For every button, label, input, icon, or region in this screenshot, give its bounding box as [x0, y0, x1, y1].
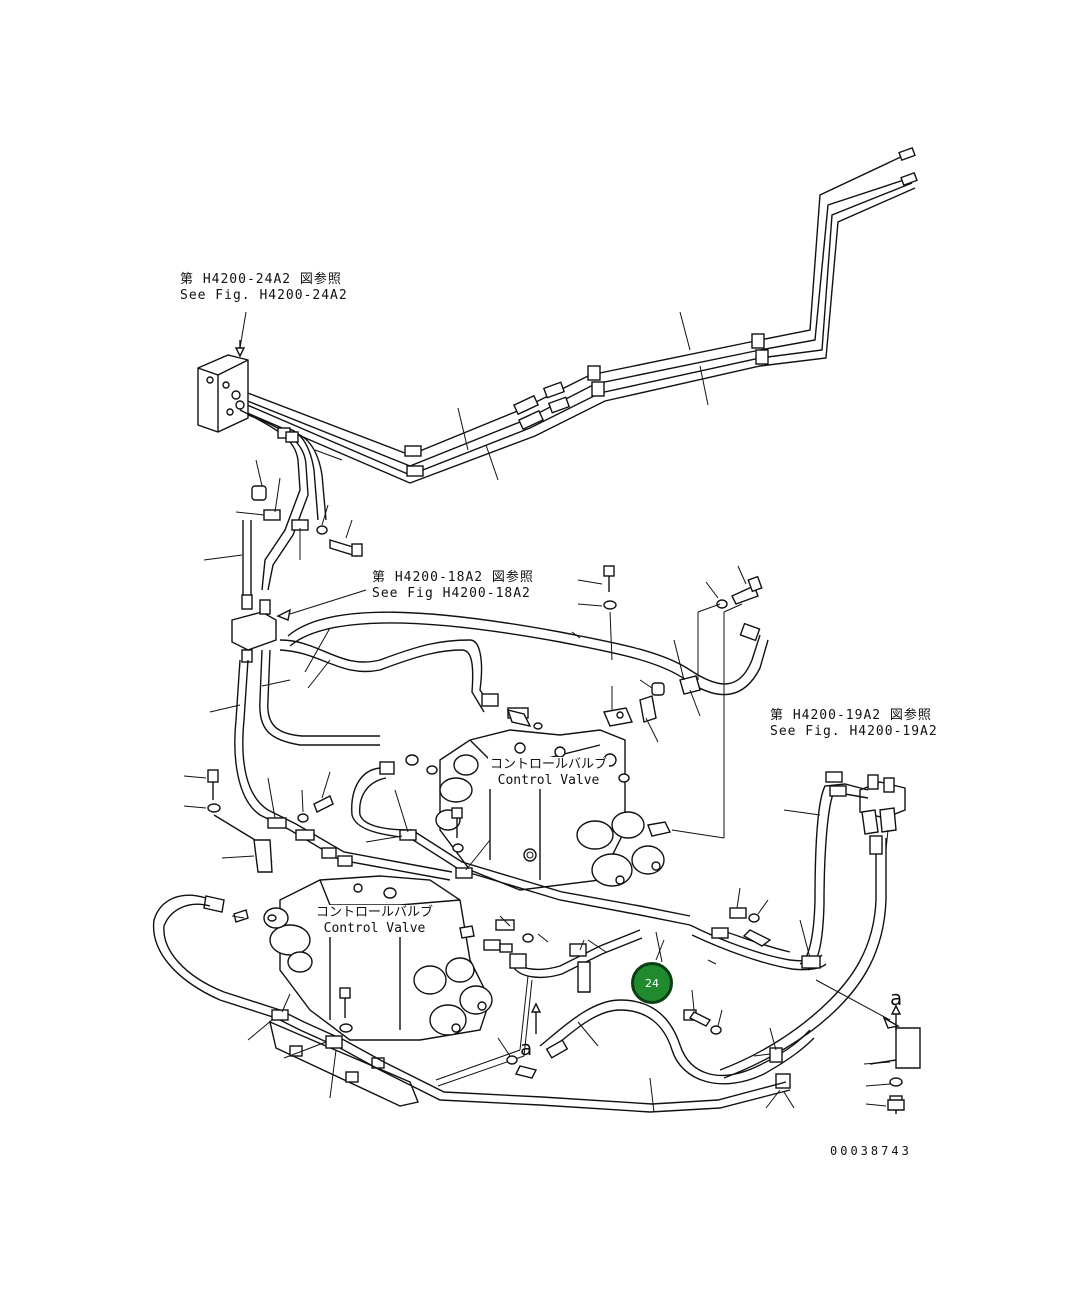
reference-note-1-en: See Fig. H4200-24A2: [180, 288, 348, 303]
reference-note-2-jp: 第 H4200-18A2 図参照: [372, 570, 534, 585]
part-callout-24[interactable]: 24: [631, 962, 673, 1004]
view-mark-a-right: a: [890, 986, 903, 1010]
drawing-number: 00038743: [830, 1144, 912, 1158]
control-valve-lower-jp: コントロールバルブ: [316, 905, 434, 920]
reference-note-3-en: See Fig. H4200-19A2: [770, 724, 938, 739]
reference-note-2-en: See Fig H4200-18A2: [372, 586, 531, 601]
control-valve-label-upper: コントロールバルブ Control Valve: [488, 757, 610, 789]
control-valve-label-lower: コントロールバルブ Control Valve: [314, 905, 436, 937]
reference-note-1-jp: 第 H4200-24A2 図参照: [180, 272, 342, 287]
reference-note-1: 第 H4200-24A2 図参照 See Fig. H4200-24A2: [180, 272, 348, 304]
reference-note-3: 第 H4200-19A2 図参照 See Fig. H4200-19A2: [770, 708, 938, 740]
control-valve-upper-jp: コントロールバルブ: [490, 757, 608, 772]
view-mark-a-left: a: [520, 1036, 533, 1060]
control-valve-upper-en: Control Valve: [497, 773, 600, 788]
reference-note-2: 第 H4200-18A2 図参照 See Fig H4200-18A2: [372, 570, 534, 602]
part-callout-number: 24: [645, 976, 659, 990]
reference-note-3-jp: 第 H4200-19A2 図参照: [770, 708, 932, 723]
control-valve-lower-en: Control Valve: [323, 921, 426, 936]
